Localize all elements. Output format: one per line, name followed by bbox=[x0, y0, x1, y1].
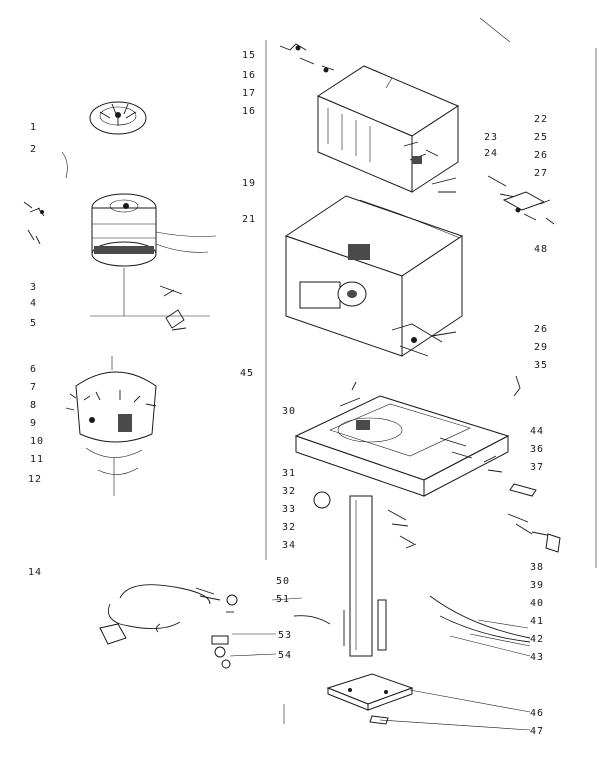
callout-16b: 16 bbox=[242, 106, 256, 117]
callout-33: 33 bbox=[282, 504, 296, 515]
column-hardware-part bbox=[313, 491, 417, 549]
callout-39: 39 bbox=[530, 580, 544, 591]
callout-24: 24 bbox=[484, 148, 498, 159]
callout-22: 22 bbox=[534, 114, 548, 125]
left-screw-group bbox=[23, 201, 45, 245]
callout-47: 47 bbox=[530, 726, 544, 737]
fan-disc-part bbox=[61, 101, 147, 179]
callout-3: 3 bbox=[30, 282, 37, 293]
callout-48: 48 bbox=[534, 244, 548, 255]
depth-rod-part bbox=[429, 513, 561, 643]
callout-23: 23 bbox=[484, 132, 498, 143]
callout-35: 35 bbox=[534, 360, 548, 371]
callout-42: 42 bbox=[530, 634, 544, 645]
frame-housing-part bbox=[284, 195, 464, 357]
callout-41: 41 bbox=[530, 616, 544, 627]
callout-44: 44 bbox=[530, 426, 544, 437]
guide-lines bbox=[90, 17, 597, 724]
callout-32a: 32 bbox=[282, 486, 296, 497]
callout-26a: 26 bbox=[534, 150, 548, 161]
callout-12: 12 bbox=[28, 474, 42, 485]
callout-9: 9 bbox=[30, 418, 37, 429]
callout-15: 15 bbox=[242, 50, 256, 61]
callout-37: 37 bbox=[530, 462, 544, 473]
table-base-part bbox=[294, 381, 510, 497]
power-cord-part bbox=[99, 584, 238, 645]
callout-16a: 16 bbox=[242, 70, 256, 81]
column-pole-part bbox=[293, 495, 387, 657]
callout-4: 4 bbox=[30, 298, 37, 309]
callout-53: 53 bbox=[278, 630, 292, 641]
callout-46: 46 bbox=[530, 708, 544, 719]
callout-50: 50 bbox=[276, 576, 290, 587]
callout-38: 38 bbox=[530, 562, 544, 573]
callout-51: 51 bbox=[276, 594, 290, 605]
callout-8: 8 bbox=[30, 400, 37, 411]
table-clamp-part bbox=[439, 437, 537, 497]
clip-part bbox=[165, 309, 187, 331]
motor-housing-part bbox=[316, 65, 460, 193]
foot-base-part bbox=[326, 673, 414, 725]
callout-54: 54 bbox=[278, 650, 292, 661]
callout-32b: 32 bbox=[282, 522, 296, 533]
callout-7: 7 bbox=[30, 382, 37, 393]
callout-19: 19 bbox=[242, 178, 256, 189]
callout-14: 14 bbox=[28, 567, 42, 578]
callout-45: 45 bbox=[240, 368, 254, 379]
switch-hardware-part bbox=[431, 175, 555, 225]
small-hardware-part bbox=[211, 611, 234, 669]
leader-lines bbox=[229, 597, 531, 731]
callout-36: 36 bbox=[530, 444, 544, 455]
callout-11: 11 bbox=[30, 454, 44, 465]
callout-25: 25 bbox=[534, 132, 548, 143]
callout-26b: 26 bbox=[534, 324, 548, 335]
callout-43: 43 bbox=[530, 652, 544, 663]
callout-27: 27 bbox=[534, 168, 548, 179]
callout-29: 29 bbox=[534, 342, 548, 353]
callout-labels: 1 2 3 4 5 6 7 8 9 10 11 12 14 15 16 17 1… bbox=[28, 50, 548, 737]
callout-40: 40 bbox=[530, 598, 544, 609]
belt-hardware-part bbox=[391, 323, 521, 397]
callout-1: 1 bbox=[30, 122, 37, 133]
callout-5: 5 bbox=[30, 318, 37, 329]
callout-31: 31 bbox=[282, 468, 296, 479]
motor-part bbox=[91, 193, 217, 316]
callout-17: 17 bbox=[242, 88, 256, 99]
callout-34: 34 bbox=[282, 540, 296, 551]
top-screws-part bbox=[279, 43, 335, 73]
callout-21: 21 bbox=[242, 214, 256, 225]
callout-2: 2 bbox=[30, 144, 37, 155]
callout-10: 10 bbox=[30, 436, 44, 447]
callout-30: 30 bbox=[282, 406, 296, 417]
gear-base-part bbox=[65, 356, 157, 496]
callout-6: 6 bbox=[30, 364, 37, 375]
